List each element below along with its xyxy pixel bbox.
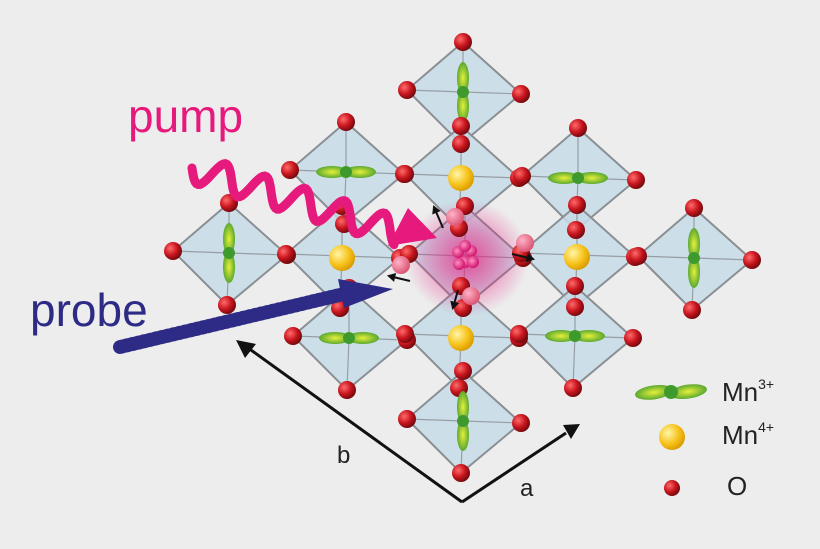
oxygen-atom [568,196,586,214]
probe-beam [113,279,393,354]
oxygen-atom [685,199,703,217]
oxygen-atom [452,117,470,135]
axis-a-arrowhead [563,424,580,439]
legend-o-label: O [727,471,747,501]
displacement-arrow [432,205,444,229]
displacement-arrow [450,289,460,311]
oxygen-atom [743,251,761,269]
pump-beam [187,159,437,250]
oxygen-atom [683,301,701,319]
oxygen-atom [218,296,236,314]
oxygen-atom [566,277,584,295]
oxygen-atom [398,81,416,99]
mn3-ion [316,166,376,178]
mn3-ion [223,223,235,283]
oxygen-atom [396,165,414,183]
lattice-axes [243,343,567,504]
oxygen-atom [164,242,182,260]
displaced-oxygen [462,287,480,305]
oxygen-atom [281,161,299,179]
pump-label: pump [128,90,243,142]
excited-site [452,240,479,270]
oxygen-atom [627,171,645,189]
oxygen-atom [398,410,416,428]
mn4-ion [448,165,474,191]
displaced-oxygen [516,234,534,252]
oxygen-atom [513,167,531,185]
displacement-arrow [386,273,411,282]
displacement-arrow [511,253,536,262]
oxygen-atom [454,362,472,380]
axis-b-arrowhead [236,340,256,358]
axis-a-label: a [520,475,534,502]
oxygen-atom [566,298,584,316]
displaced-oxygen [392,256,410,274]
mn4-sphere-icon [659,424,685,450]
displaced-oxygen [446,208,464,226]
oxygen-sphere-icon [664,480,680,496]
mn3-ion [548,172,608,184]
oxygen-atom [396,325,414,343]
displacement-arrows [386,205,536,311]
mn4-ion [564,244,590,270]
mn3-ion [545,330,605,342]
oxygen-atom [624,329,642,347]
oxygen-atom [567,221,585,239]
axis-b-label: b [337,442,350,469]
mn4-ion [329,245,355,271]
oxygen-atom [452,135,470,153]
oxygen-atom [284,327,302,345]
oxygen-atom [454,33,472,51]
legend-mn4-label: Mn4+ [722,419,774,450]
oxygen-atom [512,414,530,432]
legend: Mn3+ Mn4+ O [635,376,774,501]
mn3-ion [688,228,700,288]
oxygen-atom [512,85,530,103]
oxygen-atom [452,464,470,482]
oxygen-atom [338,381,356,399]
legend-mn3-label: Mn3+ [722,376,774,407]
mn3-ion [319,332,379,344]
mn3-ion [457,62,469,122]
oxygen-atom [564,379,582,397]
pump-arrowhead [388,208,437,246]
mn3-ion [457,391,469,451]
oxygen-atom [629,247,647,265]
mn4-ion [448,325,474,351]
atoms-layer [164,33,761,482]
probe-label: probe [30,284,148,336]
oxygen-atom [277,245,295,263]
oxygen-atom [569,119,587,137]
probe-arrowhead [338,279,393,308]
mn3-orbital-icon [635,384,707,400]
oxygen-atom [337,113,355,131]
oxygen-atom [510,325,528,343]
